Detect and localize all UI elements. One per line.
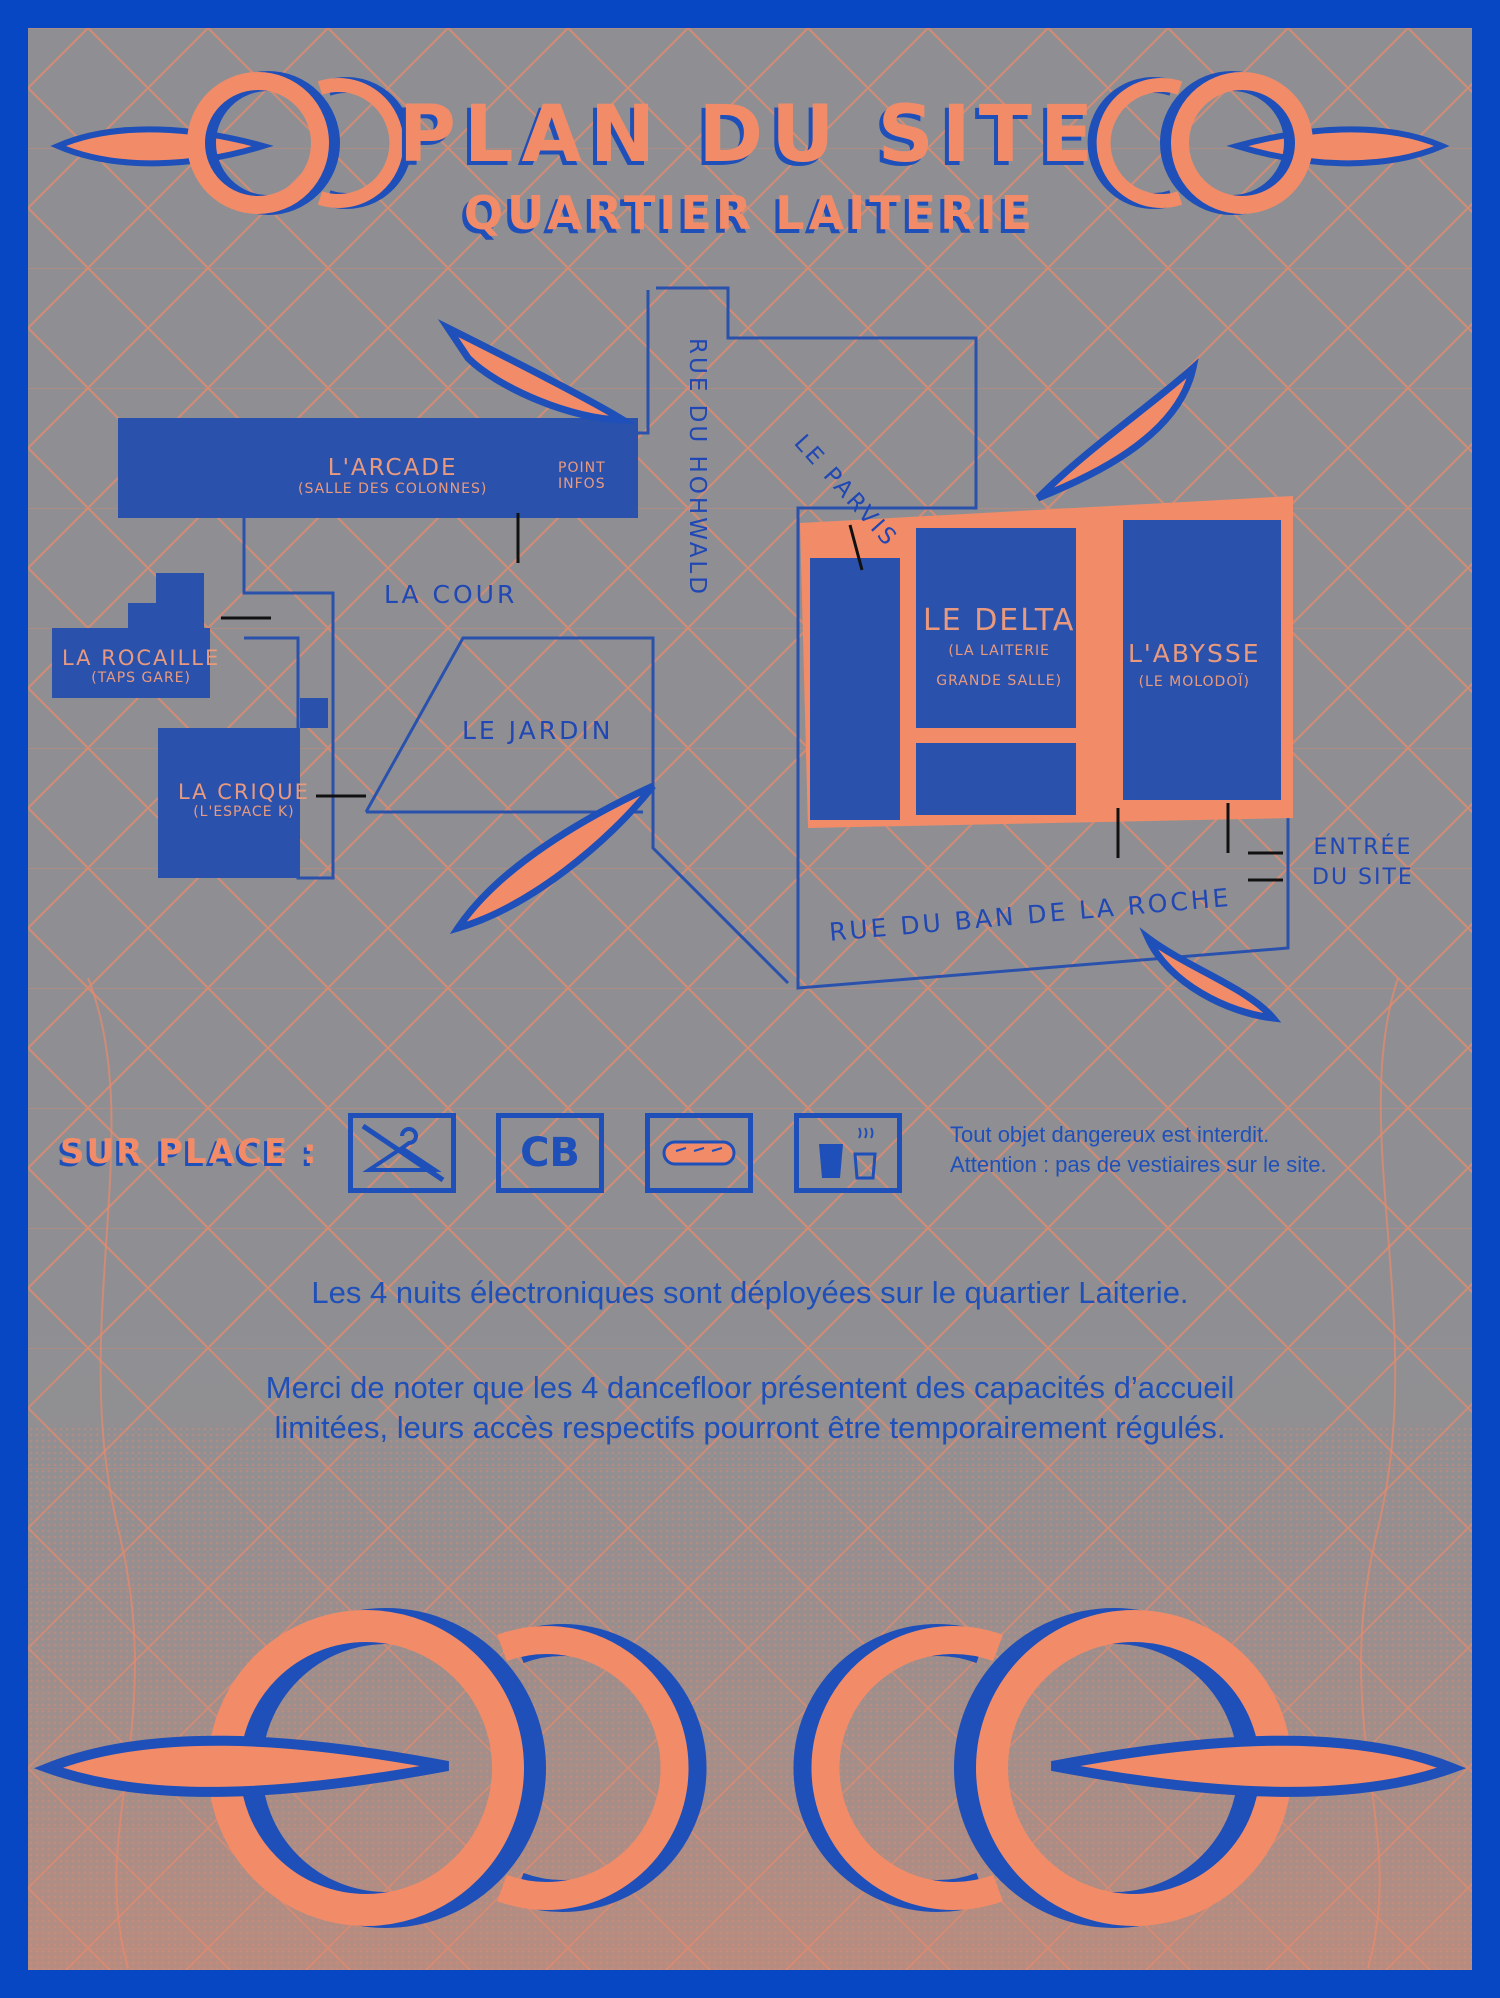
arcade-label: L'ARCADE (SALLE DES COLONNES) xyxy=(298,455,488,497)
info-paragraph-1: Les 4 nuits électroniques sont déployées… xyxy=(311,1275,1189,1310)
no-cloakroom-icon xyxy=(348,1113,456,1193)
rocaille-building xyxy=(52,573,210,698)
rocaille-label: LA ROCAILLE (TAPS GARE) xyxy=(62,646,221,686)
cour-outline xyxy=(242,528,335,880)
crique-building xyxy=(158,698,328,878)
drinks-icon xyxy=(794,1113,902,1193)
cour-label: LA COUR xyxy=(384,580,518,609)
hohwald-street-outline xyxy=(656,286,1290,990)
abysse-label: L'ABYSSE (LE MOLODOÏ) xyxy=(1128,639,1261,691)
bottom-ornaments xyxy=(33,1608,1467,1928)
right-ring-ornament xyxy=(1087,71,1450,215)
bottom-left-ring-ornament xyxy=(33,1608,707,1928)
bottom-right-ring-ornament xyxy=(793,1608,1467,1928)
crique-label: LA CRIQUE (L'ESPACE K) xyxy=(178,780,310,820)
delta-lower-hall xyxy=(916,743,1076,815)
parvis-access-arrow xyxy=(848,524,864,571)
point-infos-label: POINT INFOS xyxy=(558,460,606,492)
jardin-label: LE JARDIN xyxy=(462,716,614,745)
page-subtitle: QUARTIER LAITERIE xyxy=(463,186,1037,240)
card-payment-icon: CB xyxy=(496,1113,604,1193)
site-map xyxy=(52,286,1293,1023)
site-map-poster: PLAN DU SITE QUARTIER LAITERIE xyxy=(28,28,1472,1970)
jardin-outline xyxy=(364,636,790,985)
abysse-building xyxy=(1123,520,1281,800)
delta-annex xyxy=(810,558,900,820)
arcade-building xyxy=(118,418,638,518)
safety-notice: Tout objet dangereux est interdit. Atten… xyxy=(950,1122,1327,1177)
info-paragraph-2: Merci de noter que les 4 dancefloor prés… xyxy=(265,1370,1235,1445)
page-title: PLAN DU SITE xyxy=(398,90,1102,180)
delta-label: LE DELTA (LA LAITERIE GRANDE SALLE) xyxy=(923,603,1076,690)
entrance-label: ENTRÉE DU SITE xyxy=(1312,835,1414,890)
delta-building xyxy=(916,528,1076,728)
left-ring-ornament xyxy=(50,71,413,215)
food-icon xyxy=(645,1113,753,1193)
hohwald-street-label: RUE DU HOHWALD xyxy=(684,338,710,597)
title-ornaments xyxy=(50,71,1450,215)
on-site-label: SUR PLACE : xyxy=(60,1132,319,1172)
